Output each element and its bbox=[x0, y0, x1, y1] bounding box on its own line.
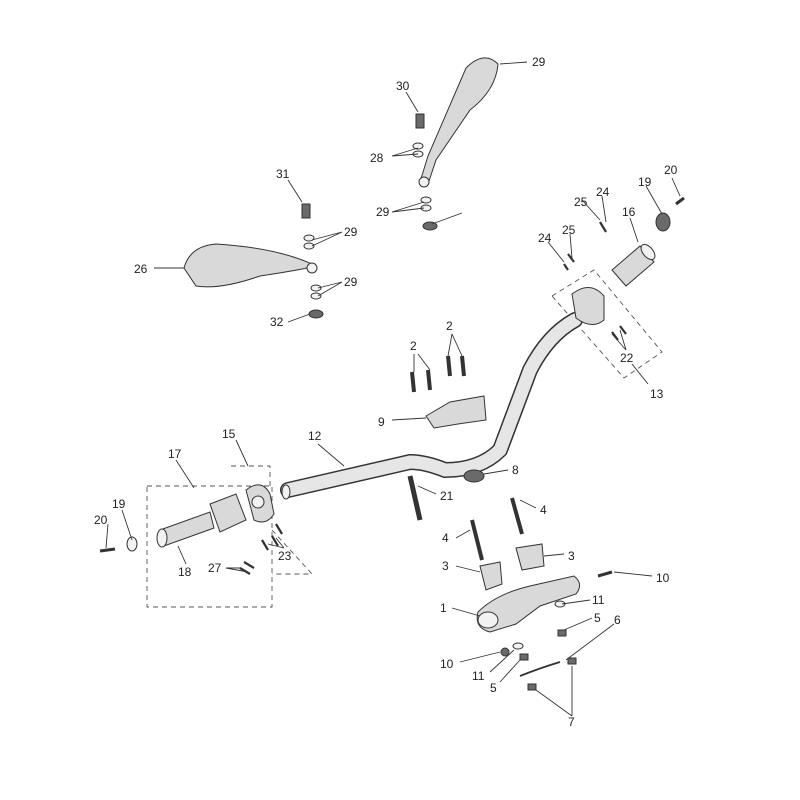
right-mirror bbox=[419, 57, 499, 185]
callout: 10 bbox=[656, 571, 670, 585]
right-grip-end bbox=[640, 243, 656, 261]
callout: 29 bbox=[532, 55, 546, 69]
callout: 25 bbox=[574, 195, 588, 209]
washer-29g bbox=[310, 284, 322, 292]
callout: 7 bbox=[568, 715, 575, 729]
mirror-bolt-30b bbox=[301, 203, 311, 219]
callout: 6 bbox=[614, 613, 621, 627]
callout: 10 bbox=[440, 657, 454, 671]
washer-29c bbox=[420, 196, 432, 204]
callout: 2 bbox=[446, 319, 453, 333]
callout: 27 bbox=[208, 561, 222, 575]
callout: 28 bbox=[370, 151, 384, 165]
washer-29h bbox=[310, 292, 322, 300]
callout: 29 bbox=[344, 275, 358, 289]
handlebar-body bbox=[281, 313, 582, 497]
top-yoke bbox=[476, 575, 580, 633]
cap-32 bbox=[422, 221, 438, 231]
right-mirror-pivot bbox=[418, 176, 430, 188]
handlebar-end bbox=[281, 484, 291, 500]
callout: 13 bbox=[650, 387, 664, 401]
callout: 21 bbox=[440, 489, 454, 503]
callout: 23 bbox=[278, 549, 292, 563]
callout: 20 bbox=[94, 513, 108, 527]
callout: 16 bbox=[622, 205, 636, 219]
left-mirror-pivot bbox=[306, 262, 318, 274]
callout: 26 bbox=[134, 262, 148, 276]
left-grip bbox=[159, 511, 215, 547]
screws-23 bbox=[261, 523, 283, 551]
top-yoke-hole bbox=[477, 611, 499, 629]
callout: 20 bbox=[664, 163, 678, 177]
right-bar-end-weight bbox=[655, 212, 671, 232]
bolt-10-right bbox=[597, 570, 613, 578]
right-screw-20 bbox=[675, 196, 685, 206]
callout: 5 bbox=[594, 611, 601, 625]
callout: 9 bbox=[378, 415, 385, 429]
callout: 22 bbox=[620, 351, 634, 365]
callout: 17 bbox=[168, 447, 182, 461]
throttle-housing bbox=[209, 493, 247, 533]
washer-11b bbox=[512, 642, 524, 650]
cap-31 bbox=[308, 309, 324, 319]
callout: 3 bbox=[442, 559, 449, 573]
callout: 24 bbox=[596, 185, 610, 199]
right-switch-cube bbox=[571, 287, 605, 325]
callout: 3 bbox=[568, 549, 575, 563]
callout: 4 bbox=[442, 531, 449, 545]
callout: 11 bbox=[472, 669, 485, 683]
screws-24-25 bbox=[563, 221, 607, 271]
assembly-17-box bbox=[146, 485, 273, 608]
leader-lines bbox=[105, 61, 681, 717]
lower-clamp-right bbox=[515, 543, 545, 571]
upper-clamp bbox=[425, 395, 487, 429]
bush-5a bbox=[557, 629, 567, 637]
callout: 29 bbox=[376, 205, 390, 219]
washer-29e bbox=[303, 234, 315, 242]
callout: 2 bbox=[410, 339, 417, 353]
assembly-13-box bbox=[551, 269, 663, 379]
clamp-bolts-2 bbox=[410, 355, 466, 393]
assembly-15-box bbox=[231, 465, 314, 575]
washer-29f bbox=[303, 242, 315, 250]
callout: 1 bbox=[440, 601, 447, 615]
mirror-bolt-30a bbox=[415, 113, 425, 129]
callout: 25 bbox=[562, 223, 576, 237]
bush-7b bbox=[527, 683, 537, 691]
callout: 8 bbox=[512, 463, 519, 477]
callout: 5 bbox=[490, 681, 497, 695]
left-grip-end bbox=[156, 528, 168, 548]
riser-bolts-4 bbox=[470, 497, 524, 561]
callout: 19 bbox=[638, 175, 652, 189]
lower-clamp-left bbox=[479, 561, 503, 591]
clip-6 bbox=[519, 661, 561, 677]
callout: 12 bbox=[308, 429, 322, 443]
callout: 18 bbox=[178, 565, 192, 579]
callout: 31 bbox=[276, 167, 290, 181]
bolt-10-left bbox=[500, 647, 510, 657]
callout: 24 bbox=[538, 231, 552, 245]
left-switch-button bbox=[251, 495, 265, 509]
callout: 29 bbox=[344, 225, 358, 239]
bush-7a bbox=[567, 657, 577, 665]
screws-22 bbox=[611, 325, 627, 341]
callout: 32 bbox=[270, 315, 284, 329]
stud-21 bbox=[407, 475, 423, 521]
callout: 11 bbox=[592, 593, 605, 607]
left-bar-end-weight bbox=[126, 536, 138, 552]
callout: 4 bbox=[540, 503, 547, 517]
right-grip bbox=[611, 245, 655, 287]
bush-5b bbox=[519, 653, 529, 661]
callout: 15 bbox=[222, 427, 236, 441]
left-mirror bbox=[183, 243, 318, 288]
washer-29a bbox=[412, 142, 424, 150]
left-screw-20 bbox=[99, 547, 116, 553]
nut-8 bbox=[463, 469, 485, 483]
callout: 19 bbox=[112, 497, 126, 511]
callout: 30 bbox=[396, 79, 410, 93]
